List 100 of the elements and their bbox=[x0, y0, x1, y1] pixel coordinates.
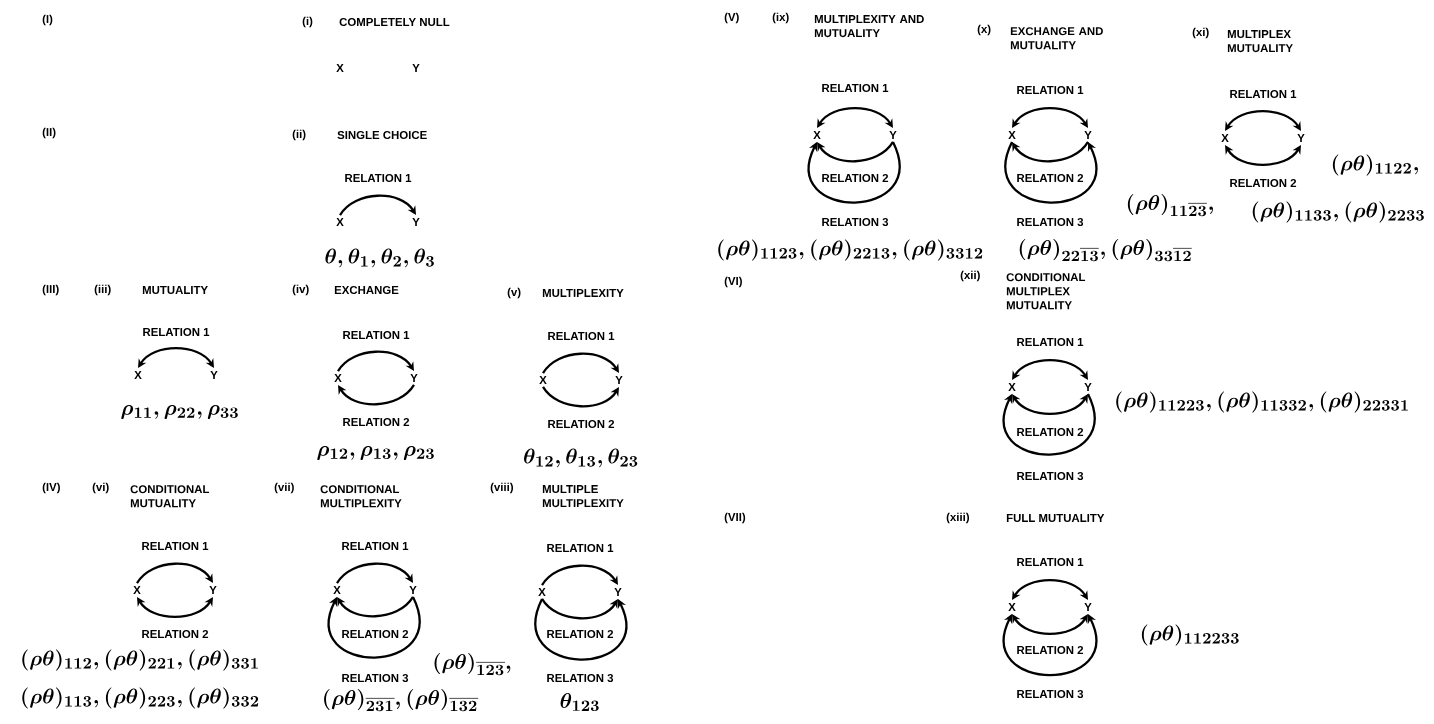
arrow bbox=[542, 352, 619, 374]
vertex-label: Y bbox=[1084, 383, 1092, 391]
panel-heading: (ii) bbox=[292, 129, 306, 141]
arrow bbox=[807, 141, 901, 204]
relation-label: RELATION 1 bbox=[547, 544, 614, 553]
arrow bbox=[338, 384, 415, 406]
arrow bbox=[327, 596, 421, 659]
arrow bbox=[541, 598, 618, 620]
formula: $\theta,\theta_1,\theta_2,\theta_3$ bbox=[325, 248, 434, 268]
formula: $(\rho\theta)_{11223},(\rho\theta)_{11332},(\rho\theta)_{22331}$ bbox=[1116, 391, 1408, 413]
relation-label: RELATION 2 bbox=[343, 418, 410, 427]
formula: $(\rho\theta)_{11\overline{23}},$ bbox=[1127, 194, 1213, 217]
relation-label: RELATION 1 bbox=[1017, 558, 1084, 567]
relation-label: RELATION 3 bbox=[547, 673, 614, 683]
vertex-label: X bbox=[539, 376, 547, 384]
relation-label: RELATION 1 bbox=[342, 542, 409, 551]
panel-heading: CONDITIONAL MULTIPLEX MUTUALITY bbox=[1006, 273, 1086, 310]
relation-label: RELATION 1 bbox=[822, 83, 889, 93]
formula: $(\rho\theta)_{1122},$ bbox=[1332, 154, 1418, 176]
panel-heading: SINGLE CHOICE bbox=[337, 131, 427, 140]
formula: $(\rho\theta)_{1123},(\rho\theta)_{2213},(\rho\theta)_{3312}$ bbox=[718, 239, 983, 261]
relation-label: RELATION 3 bbox=[822, 217, 889, 227]
panel-heading: (iv) bbox=[292, 284, 309, 296]
relation-label: RELATION 2 bbox=[1017, 174, 1084, 183]
relation-label: RELATION 2 bbox=[342, 630, 409, 639]
arrow bbox=[817, 141, 894, 163]
vertex-label: Y bbox=[614, 588, 622, 596]
vertex-label: X bbox=[134, 371, 142, 379]
panel-heading: (II) bbox=[42, 127, 56, 139]
arrow bbox=[542, 386, 619, 408]
panel-heading: (VI) bbox=[724, 276, 742, 288]
formula: $\rho_{11},\rho_{22},\rho_{33}$ bbox=[121, 405, 238, 420]
relation-label: RELATION 2 bbox=[1017, 646, 1084, 655]
panel-heading: CONDITIONAL MUTUALITY bbox=[130, 485, 210, 508]
formula: $(\rho\theta)_{113},(\rho\theta)_{223},(\rho\theta)_{332}$ bbox=[22, 687, 259, 709]
vertex-label: X bbox=[1008, 603, 1016, 611]
arrow bbox=[534, 598, 628, 661]
vertex-label: X bbox=[336, 64, 344, 72]
arrow bbox=[1012, 141, 1089, 163]
panel-heading: (viii) bbox=[490, 482, 513, 494]
panel-heading: (v) bbox=[507, 287, 521, 299]
vertex-label: X bbox=[334, 374, 342, 382]
relation-label: RELATION 1 bbox=[548, 332, 615, 341]
formula: $(\rho\theta)_{\overline{231}},(\rho\theta)_{\overline{132}}$ bbox=[324, 689, 479, 712]
panel-heading: (IV) bbox=[42, 482, 60, 494]
vertex-label: Y bbox=[410, 374, 418, 382]
vertex-label: Y bbox=[615, 376, 623, 384]
relation-label: RELATION 3 bbox=[342, 673, 409, 683]
vertex-label: X bbox=[538, 588, 546, 596]
relation-label: RELATION 1 bbox=[143, 328, 210, 337]
relation-label: RELATION 1 bbox=[1230, 89, 1297, 99]
vertex-label: Y bbox=[412, 218, 420, 226]
panel-heading: (VII) bbox=[724, 512, 746, 524]
arrow bbox=[339, 194, 416, 216]
panel-heading: (xii) bbox=[960, 270, 980, 282]
panel-heading: EXCHANGE bbox=[334, 286, 399, 295]
vertex-label: X bbox=[133, 586, 141, 594]
arrow bbox=[1004, 141, 1098, 204]
relation-label: RELATION 2 bbox=[142, 630, 209, 639]
relation-label: RELATION 2 bbox=[1017, 428, 1084, 437]
panel-heading: COMPLETELY NULL bbox=[339, 17, 450, 27]
panel-heading: EXCHANGE AND MUTUALITY bbox=[1010, 27, 1103, 50]
relation-label: RELATION 2 bbox=[1230, 179, 1297, 188]
relation-label: RELATION 1 bbox=[343, 331, 410, 340]
vertex-label: X bbox=[813, 131, 821, 139]
arrow bbox=[136, 562, 213, 584]
panel-heading: (V) bbox=[724, 12, 739, 24]
panel-heading: (vi) bbox=[92, 482, 109, 494]
panel-heading: CONDITIONAL MULTIPLEXITY bbox=[320, 485, 402, 508]
panel-heading: MULTIPLEX MUTUALITY bbox=[1227, 30, 1293, 53]
vertex-label: Y bbox=[209, 586, 217, 594]
vertex-label: X bbox=[336, 218, 344, 226]
panel-heading: MULTIPLEXITY bbox=[542, 289, 624, 297]
arrow bbox=[337, 596, 414, 618]
arrow bbox=[336, 562, 413, 584]
formula: $\theta_{123}$ bbox=[560, 692, 599, 712]
arrow bbox=[337, 350, 414, 372]
vertex-label: X bbox=[333, 586, 341, 594]
formula: $(\rho\theta)_{22\overline{13}},(\rho\theta)_{33\overline{12}}$ bbox=[1019, 239, 1192, 262]
vertex-label: X bbox=[1008, 131, 1016, 139]
vertex-label: Y bbox=[412, 64, 420, 72]
formula: $(\rho\theta)_{112},(\rho\theta)_{221},(\rho\theta)_{331}$ bbox=[22, 649, 258, 671]
panel-heading: (x) bbox=[977, 24, 991, 36]
panel-heading: FULL MUTUALITY bbox=[1006, 514, 1105, 522]
relation-label: RELATION 1 bbox=[142, 542, 209, 551]
panel-heading: MULTIPLEXITY AND MUTUALITY bbox=[814, 15, 924, 38]
vertex-label: Y bbox=[409, 586, 417, 594]
panel-heading: (xi) bbox=[1192, 27, 1209, 39]
vertex-label: Y bbox=[210, 371, 218, 379]
vertex-label: X bbox=[1221, 134, 1229, 142]
panel-heading: (i) bbox=[302, 16, 313, 28]
formula: $\rho_{12},\rho_{13},\rho_{23}$ bbox=[317, 446, 434, 461]
vertex-label: Y bbox=[889, 131, 897, 139]
panel-heading: MUTUALITY bbox=[142, 286, 208, 294]
relation-label: RELATION 1 bbox=[1017, 337, 1084, 347]
panel-heading: (xiii) bbox=[946, 512, 969, 524]
arrow bbox=[1002, 393, 1096, 456]
formula: $(\rho\theta)_{1133},(\rho\theta)_{2233}$ bbox=[1252, 201, 1424, 223]
vertex-label: Y bbox=[1084, 131, 1092, 139]
relation-label: RELATION 2 bbox=[822, 174, 889, 183]
